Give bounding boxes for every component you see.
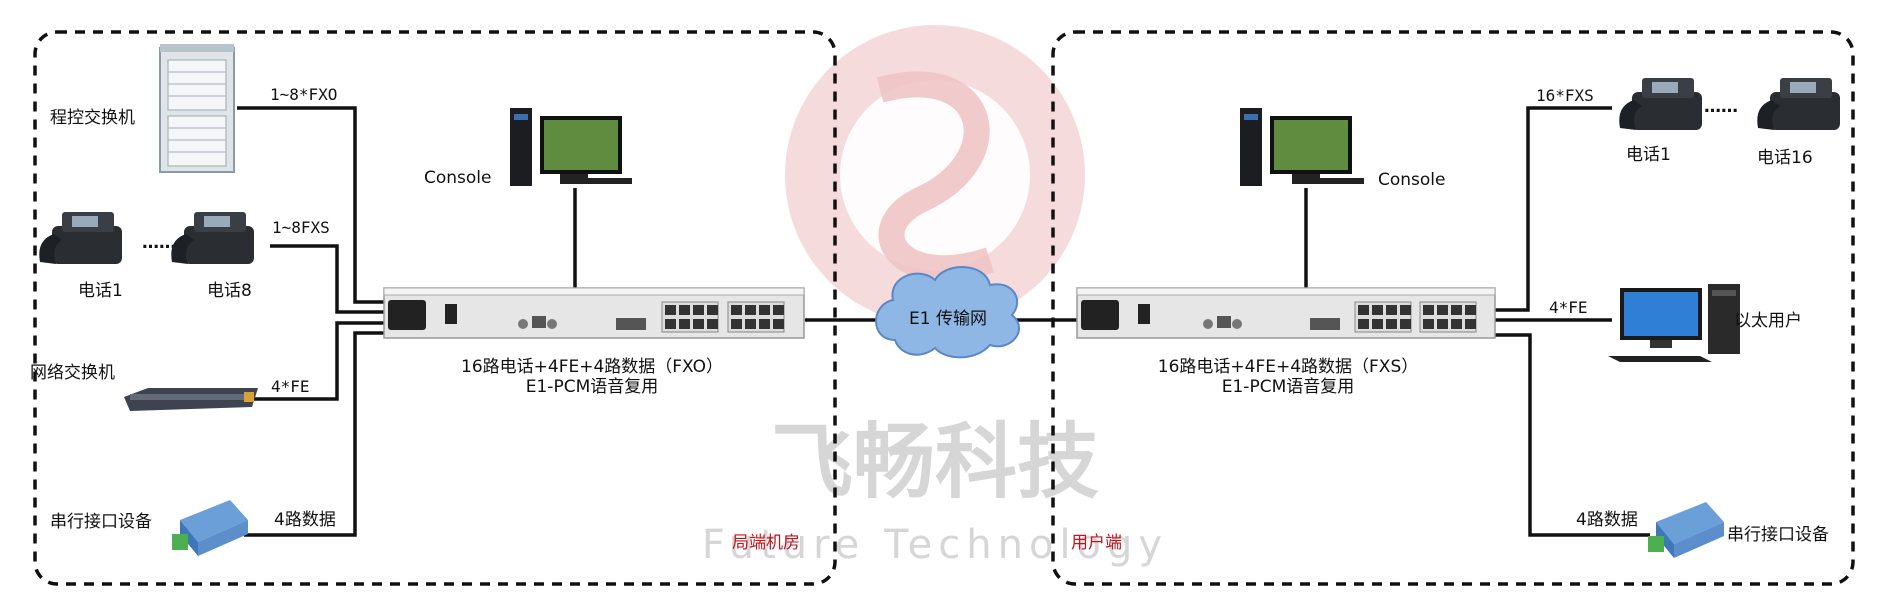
bnc-port-icon <box>518 319 528 329</box>
ethernet-ports-icon <box>616 318 646 330</box>
power-switch-icon <box>1138 304 1150 324</box>
pc-label: 以太用户 <box>1734 311 1802 331</box>
link-pbx <box>237 106 384 304</box>
phone-icon <box>39 212 122 264</box>
mux-fxs <box>1076 287 1496 339</box>
phone-icon <box>1757 78 1840 130</box>
phone-label-left-first: 电话1 <box>78 281 123 301</box>
mux-fxs-caption-2: E1-PCM语音复用 <box>1222 377 1354 397</box>
cloud-label: E1 传输网 <box>909 309 987 329</box>
connections-left <box>237 106 892 537</box>
serial-label-right: 串行接口设备 <box>1727 525 1829 545</box>
pbx-cabinet-icon <box>159 44 235 173</box>
serial-device-icon <box>1648 502 1724 558</box>
link-phones-right <box>1495 106 1612 312</box>
fxs-link-label-left: 1~8FXS <box>272 218 330 237</box>
fe-link-label-left: 4*FE <box>271 377 310 396</box>
watermark: 飞畅科技 Future Technology <box>702 25 1168 568</box>
zone-label-local: 局端机房 <box>732 533 800 553</box>
link-phones-left <box>270 244 384 314</box>
power-switch-icon <box>445 304 457 324</box>
fxs-link-label-right: 16*FXS <box>1536 86 1594 105</box>
power-socket-icon <box>388 300 426 330</box>
serial-label-left: 串行接口设备 <box>50 512 152 532</box>
console-label-left: Console <box>424 168 492 188</box>
pbx-label: 程控交换机 <box>50 108 135 128</box>
connections-right <box>1003 106 1650 537</box>
bnc-port-icon <box>1203 319 1213 329</box>
fxo-link-label: 1~8*FXO <box>270 85 337 104</box>
phone-label-right-last: 电话16 <box>1757 148 1813 168</box>
power-socket-icon <box>1081 300 1119 330</box>
data-link-label-right: 4路数据 <box>1576 510 1638 530</box>
phone-dots-right: …… <box>1704 97 1738 117</box>
console-label-right: Console <box>1378 170 1446 190</box>
zone-label-remote: 用户端 <box>1071 533 1122 553</box>
phone-icon <box>1619 78 1702 130</box>
phone-label-left-last: 电话8 <box>207 281 252 301</box>
phone-dots-left: …… <box>142 233 176 253</box>
phone-icon <box>171 212 254 264</box>
e1-network-cloud: E1 传输网 <box>875 266 1020 359</box>
mux-fxo-caption-1: 16路电话+4FE+4路数据（FXO） <box>461 357 723 377</box>
watermark-brand-cn: 飞畅科技 <box>771 415 1099 510</box>
rj11-ports-icon <box>661 301 785 333</box>
console-computer-icon <box>1240 108 1364 186</box>
switch-icon <box>124 388 258 411</box>
zone-border-remote <box>1051 30 1855 586</box>
rj11-ports-icon <box>1354 301 1477 333</box>
serial-device-icon <box>172 500 248 556</box>
zone-border-local <box>33 30 837 586</box>
link-serial-left <box>244 331 384 537</box>
data-link-label-left: 4路数据 <box>274 510 336 530</box>
link-switch <box>252 321 384 401</box>
desktop-pc-icon <box>1608 284 1740 362</box>
mux-fxo-caption-2: E1-PCM语音复用 <box>526 377 658 397</box>
console-port-icon <box>1217 316 1231 328</box>
switch-label: 网络交换机 <box>30 363 115 383</box>
console-computer-icon <box>510 108 632 186</box>
fe-link-label-right: 4*FE <box>1549 298 1588 317</box>
link-serial-right <box>1495 333 1650 537</box>
mux-fxs-caption-1: 16路电话+4FE+4路数据（FXS） <box>1158 357 1419 377</box>
phone-label-right-first: 电话1 <box>1626 145 1671 165</box>
watermark-brand-en: Future Technology <box>702 522 1168 568</box>
mux-fxo <box>383 287 805 339</box>
ethernet-ports-icon <box>1310 318 1340 330</box>
console-port-icon <box>532 316 546 328</box>
